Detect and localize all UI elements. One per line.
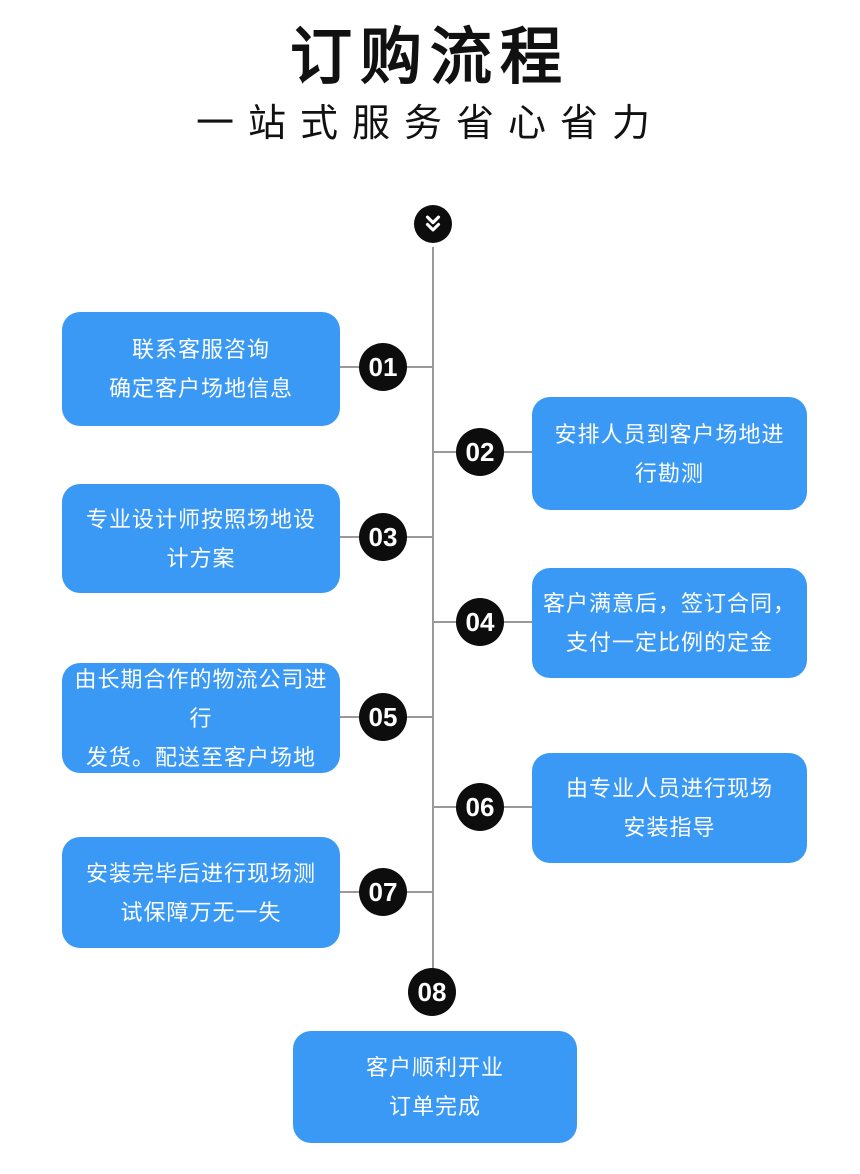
step-text-line: 客户顺利开业 xyxy=(365,1055,504,1080)
step-card: 客户满意后，签订合同， 支付一定比例的定金 xyxy=(532,568,807,678)
step-number-badge: 02 xyxy=(456,428,504,476)
step-card: 安装完毕后进行现场测 试保障万无一失 xyxy=(62,837,340,948)
step-number-badge: 05 xyxy=(359,693,407,741)
step-text-line: 试保障万无一失 xyxy=(120,899,282,925)
step-text-line: 支付一定比例的定金 xyxy=(565,630,773,655)
step-number: 07 xyxy=(368,876,398,907)
step-card: 安排人员到客户场地进 行勘测 xyxy=(532,397,807,510)
step-number-badge: 08 xyxy=(408,968,456,1016)
step-text-line: 联系客服咨询 xyxy=(131,337,270,362)
step-text-line: 安装完毕后进行现场测 xyxy=(85,860,316,886)
step-text-line: 计方案 xyxy=(166,545,236,571)
page-subtitle: 一站式服务省心省力 xyxy=(195,103,664,145)
step-number: 04 xyxy=(465,606,495,637)
step-text-line: 安排人员到客户场地进 xyxy=(554,421,785,447)
step-text-line: 专业设计师按照场地设 xyxy=(85,506,316,532)
step-number-badge: 03 xyxy=(359,513,407,561)
step-number-badge: 07 xyxy=(359,868,407,916)
step-card: 联系客服咨询 确定客户场地信息 xyxy=(62,312,340,426)
step-text-line: 确定客户场地信息 xyxy=(108,376,293,401)
timeline-line xyxy=(432,224,434,992)
step-text-line: 客户满意后，签订合同， xyxy=(542,591,796,616)
step-card: 专业设计师按照场地设 计方案 xyxy=(62,484,340,593)
step-text-line: 由长期合作的物流公司进行 xyxy=(74,666,328,731)
step-number-badge: 06 xyxy=(456,783,504,831)
step-number: 03 xyxy=(368,521,398,552)
step-text-line: 由专业人员进行现场 xyxy=(565,776,773,801)
step-number: 01 xyxy=(368,351,398,382)
step-number: 02 xyxy=(465,436,495,467)
step-text-line: 安装指导 xyxy=(623,815,716,840)
step-number: 05 xyxy=(368,701,398,732)
double-chevron-down-icon xyxy=(414,205,452,243)
step-text-line: 行勘测 xyxy=(634,460,704,486)
step-number-badge: 04 xyxy=(456,598,504,646)
step-card: 由专业人员进行现场 安装指导 xyxy=(532,753,807,863)
step-number-badge: 01 xyxy=(359,343,407,391)
step-number: 08 xyxy=(417,976,447,1007)
step-card: 由长期合作的物流公司进行 发货。配送至客户场地 xyxy=(62,663,340,773)
step-text-line: 发货。配送至客户场地 xyxy=(85,744,316,770)
step-number: 06 xyxy=(465,791,495,822)
page-title: 订购流程 xyxy=(289,23,570,92)
step-card: 客户顺利开业 订单完成 xyxy=(293,1031,577,1143)
step-text-line: 订单完成 xyxy=(388,1094,481,1119)
